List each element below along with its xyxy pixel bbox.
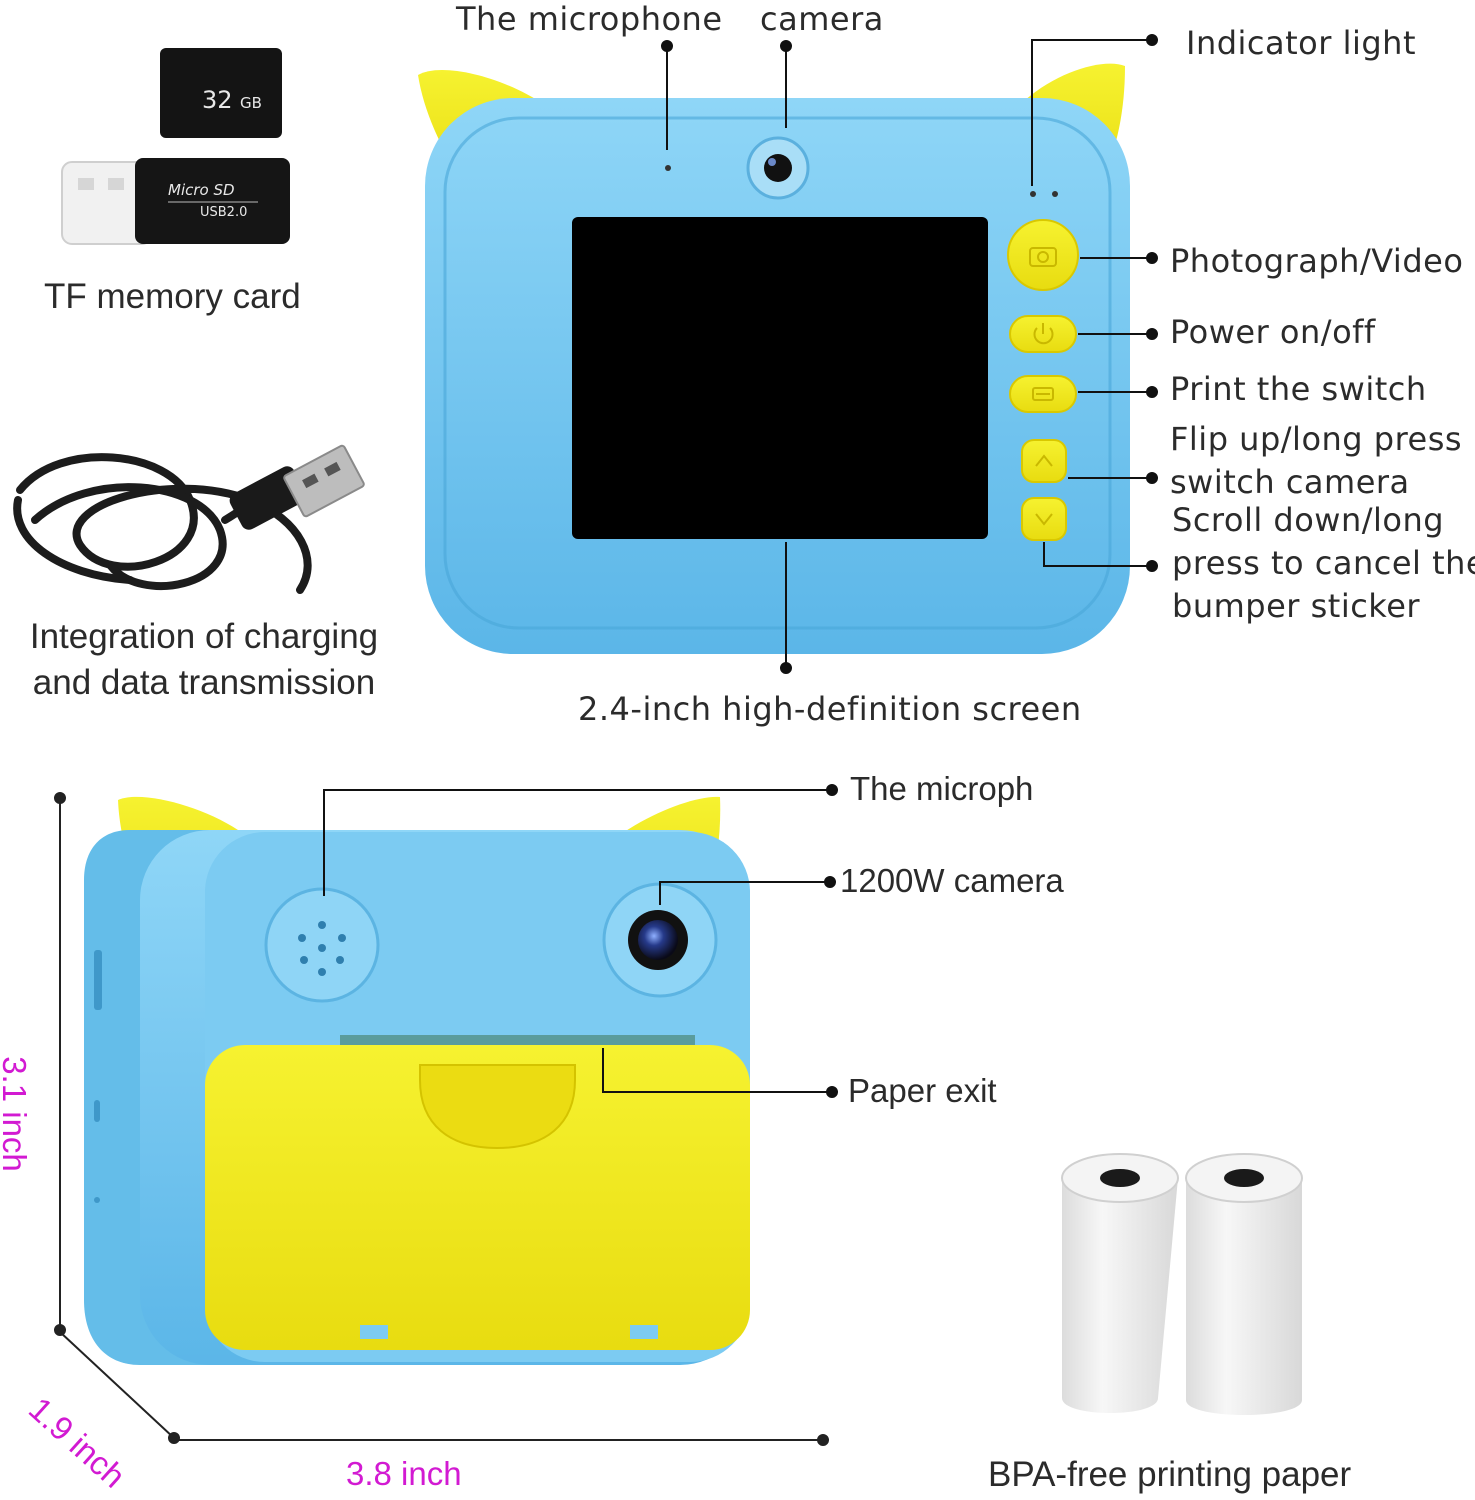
flip-up-label-line-1: Flip up/long press — [1170, 420, 1463, 458]
card-capacity: 32 — [202, 86, 233, 114]
flip-up-label: Flip up/long press switch camera — [1170, 418, 1462, 504]
front-camera — [418, 63, 1130, 654]
camera-icon — [1029, 247, 1057, 267]
cable-label: Integration of charging and data transmi… — [14, 614, 394, 706]
scroll-down-label-line-3: bumper sticker — [1172, 587, 1421, 625]
print-icon — [1032, 387, 1054, 401]
screen-label: 2.4-inch high-definition screen — [578, 690, 1082, 728]
scroll-down-label: Scroll down/long press to cancel the bum… — [1172, 499, 1475, 628]
scroll-down-label-line-1: Scroll down/long — [1172, 501, 1445, 539]
flip-up-button[interactable] — [1021, 439, 1067, 483]
power-icon — [1033, 323, 1054, 345]
front-microphone-label: The microphone — [456, 0, 723, 38]
scroll-down-button[interactable] — [1021, 497, 1067, 541]
back-microphone-label: The microph — [850, 770, 1034, 807]
photograph-video-label: Photograph/Video — [1170, 242, 1464, 280]
photograph-button[interactable] — [1007, 219, 1079, 291]
front-camera-label: camera — [760, 0, 884, 38]
reader-brand: Micro SD — [168, 181, 235, 199]
dimension-lines — [54, 792, 829, 1446]
flip-up-label-line-2: switch camera — [1170, 463, 1410, 501]
print-button[interactable] — [1009, 375, 1077, 413]
camera-screen — [572, 217, 988, 539]
paper-rolls — [1061, 1153, 1303, 1415]
usb-plug — [229, 444, 365, 530]
width-dimension-label: 3.8 inch — [346, 1455, 462, 1492]
indicator-light-label: Indicator light — [1186, 24, 1416, 62]
usb-cable — [13, 453, 312, 594]
tf-card-label: TF memory card — [44, 277, 301, 316]
back-callouts — [323, 784, 838, 1098]
height-dimension-label: 3.1 inch — [0, 1056, 33, 1172]
cable-label-line-1: Integration of charging — [29, 617, 379, 656]
tf-memory-card: 32 GB — [160, 48, 282, 138]
print-switch-label: Print the switch — [1170, 370, 1427, 408]
arrow-down-icon — [1035, 513, 1053, 526]
power-label: Power on/off — [1170, 313, 1376, 351]
card-unit: GB — [240, 94, 262, 112]
back-camera — [84, 796, 750, 1365]
arrow-up-icon — [1035, 454, 1053, 467]
front-callouts — [661, 34, 1158, 674]
paper-exit-label: Paper exit — [848, 1072, 997, 1109]
cable-label-line-2: and data transmission — [32, 663, 376, 702]
power-button[interactable] — [1009, 315, 1077, 353]
card-reader: Micro SD USB2.0 — [61, 158, 290, 245]
back-camera-label: 1200W camera — [840, 862, 1064, 899]
reader-version: USB2.0 — [200, 205, 247, 220]
paper-label: BPA-free printing paper — [988, 1455, 1352, 1494]
scroll-down-label-line-2: press to cancel the — [1172, 544, 1475, 582]
